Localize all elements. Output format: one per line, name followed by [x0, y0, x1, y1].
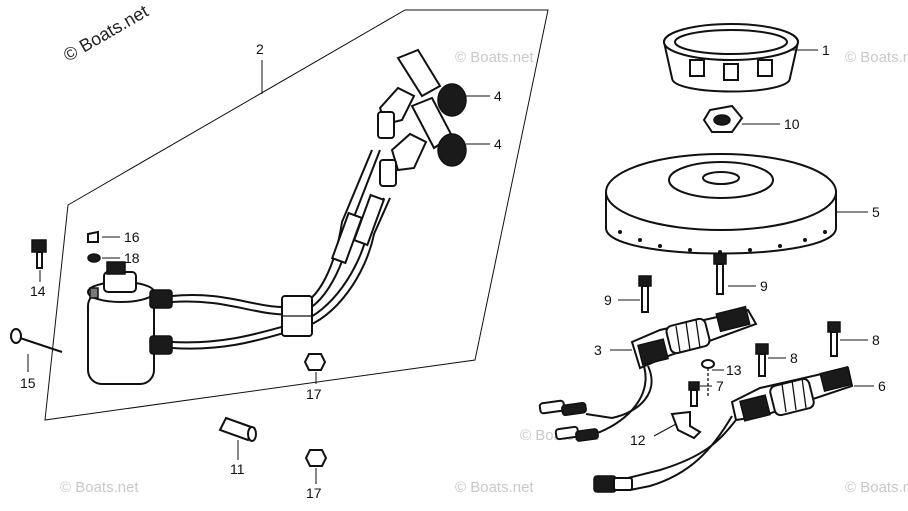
callout-14: 14 [30, 283, 46, 299]
watermark: © Boats.net [845, 479, 908, 496]
assembly-frame [44, 9, 549, 421]
bolt-8-left [755, 343, 769, 377]
flywheel-nut [702, 104, 744, 133]
callout-18: 18 [124, 250, 140, 266]
callout-4-lower: 4 [494, 136, 502, 152]
bolt-8-right [827, 321, 841, 357]
terminal-16 [87, 230, 99, 243]
watermark-main: © Boats.net [60, 1, 152, 65]
bolt-9-left [638, 275, 652, 313]
callout-7: 7 [716, 378, 724, 394]
watermark: © Boats.net [60, 479, 139, 496]
callout-16: 16 [124, 229, 140, 245]
bolt-14 [31, 239, 47, 269]
callout-8-right: 8 [872, 332, 880, 348]
callout-12: 12 [630, 432, 646, 448]
callout-10: 10 [784, 116, 800, 132]
callout-5: 5 [872, 204, 880, 220]
callout-4-upper: 4 [494, 88, 502, 104]
callout-1: 1 [822, 42, 830, 58]
callout-2: 2 [256, 41, 264, 57]
nut-17-upper [303, 353, 327, 371]
callout-9-left: 9 [604, 292, 612, 308]
watermark-group: © Boats.net © Boats.net © Boats.net © Bo… [60, 49, 908, 496]
screw-13 [701, 359, 715, 396]
leader-lines [27, 49, 874, 484]
wire-clamp [670, 410, 702, 440]
callout-9-right: 9 [760, 278, 768, 294]
washer-18 [87, 253, 101, 263]
sleeve-11 [218, 416, 257, 442]
charge-coil [630, 305, 758, 370]
callout-3: 3 [594, 342, 602, 358]
callout-17-upper: 17 [306, 386, 322, 402]
high-tension-leads [171, 149, 391, 350]
callouts: 1 2 3 4 4 5 6 7 8 8 9 9 10 11 12 13 14 1… [20, 41, 886, 501]
spark-plug-cap-lower [379, 96, 467, 187]
spark-plug-cap-upper [377, 48, 467, 139]
callout-11: 11 [230, 461, 245, 477]
flywheel [605, 153, 837, 255]
watermark: © Boats.net [455, 479, 534, 496]
callout-13: 13 [726, 362, 742, 378]
nut-17-lower [304, 449, 328, 467]
screw-7 [688, 381, 700, 407]
coil-wiring [538, 365, 737, 493]
callout-17-lower: 17 [306, 485, 322, 501]
callout-15: 15 [20, 375, 36, 391]
watermark: © Boats.net [845, 49, 908, 66]
watermark: © Boats.net [455, 49, 534, 66]
callout-6: 6 [878, 378, 886, 394]
callout-8-left: 8 [790, 350, 798, 366]
ignition-coil [87, 261, 173, 385]
pulser-coil [730, 365, 854, 422]
starter-cup [662, 23, 800, 93]
bolt-15 [10, 328, 63, 353]
bolt-9-right [713, 253, 727, 295]
